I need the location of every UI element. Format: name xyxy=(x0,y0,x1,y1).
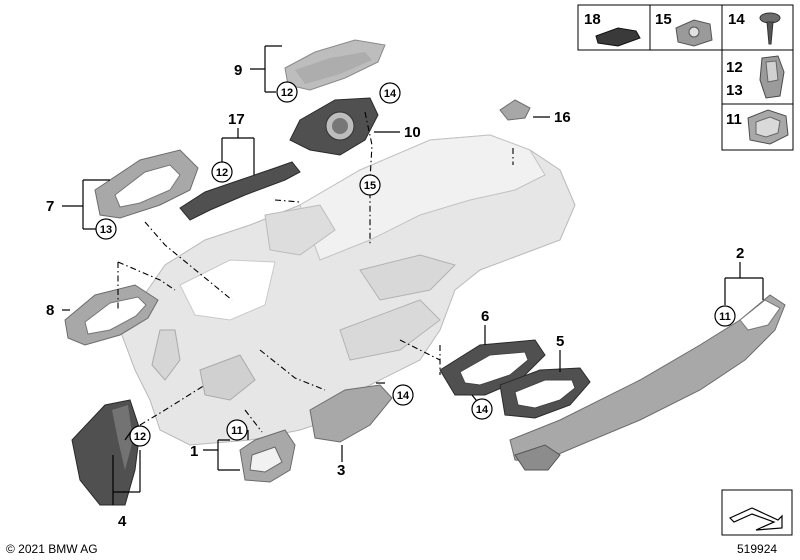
legend-13-label: 13 xyxy=(726,82,743,99)
legend-12-label: 12 xyxy=(726,59,743,76)
label-3: 3 xyxy=(337,462,345,479)
legend-14-label: 14 xyxy=(728,11,745,28)
trim-part-8 xyxy=(64,284,159,346)
holder-part-1 xyxy=(239,429,296,483)
trim-frame-part-7 xyxy=(94,149,199,219)
orientation-arrow-icon xyxy=(728,507,783,531)
legend-11-label: 11 xyxy=(726,111,742,128)
label-7: 7 xyxy=(46,198,54,215)
circle-14-c: 14 xyxy=(476,404,489,416)
label-10: 10 xyxy=(404,124,421,141)
circle-12-b: 12 xyxy=(216,167,228,179)
label-6: 6 xyxy=(481,308,489,325)
circled-references: 12 14 12 13 15 11 14 14 11 12 xyxy=(95,81,736,447)
circle-11-b: 11 xyxy=(231,425,243,437)
label-9: 9 xyxy=(234,62,242,79)
speaker-grille-part-9 xyxy=(284,39,386,91)
circle-14-a: 14 xyxy=(384,88,397,100)
frame-part-5 xyxy=(499,367,591,419)
legend-18-label: 18 xyxy=(584,11,601,28)
label-4: 4 xyxy=(118,513,127,530)
legend-15-label: 15 xyxy=(655,11,672,28)
side-cover-part-4 xyxy=(71,399,141,506)
circle-11-a: 11 xyxy=(719,311,731,323)
label-8: 8 xyxy=(46,302,54,319)
leader-lines xyxy=(62,45,764,505)
circle-15: 15 xyxy=(364,180,376,192)
dash-dot-lines xyxy=(117,111,514,433)
grille-part-16 xyxy=(499,99,531,121)
image-number: 519924 xyxy=(737,542,778,556)
label-5: 5 xyxy=(556,333,564,350)
hardware-legend-table: 18 15 14 12 13 11 xyxy=(577,4,794,151)
circle-12-a: 12 xyxy=(281,87,293,99)
label-2: 2 xyxy=(736,245,744,262)
orientation-symbol-box xyxy=(721,489,793,536)
label-16: 16 xyxy=(554,109,571,126)
air-duct-part-17 xyxy=(179,161,301,221)
copyright-text: © 2021 BMW AG xyxy=(6,542,98,556)
pad-icon xyxy=(595,27,641,47)
long-trim-part-2 xyxy=(509,294,786,471)
module-part-3 xyxy=(309,384,393,443)
dashboard-carrier xyxy=(119,134,576,446)
part-number-labels: 9 10 16 17 7 8 2 6 5 3 1 4 xyxy=(46,62,744,530)
label-17: 17 xyxy=(228,111,245,128)
circle-12-c: 12 xyxy=(134,431,146,443)
frame-part-6 xyxy=(439,339,546,396)
label-1: 1 xyxy=(190,443,198,460)
circle-14-b: 14 xyxy=(397,390,410,402)
circle-13: 13 xyxy=(100,224,112,236)
bracket-part-10 xyxy=(289,97,379,156)
